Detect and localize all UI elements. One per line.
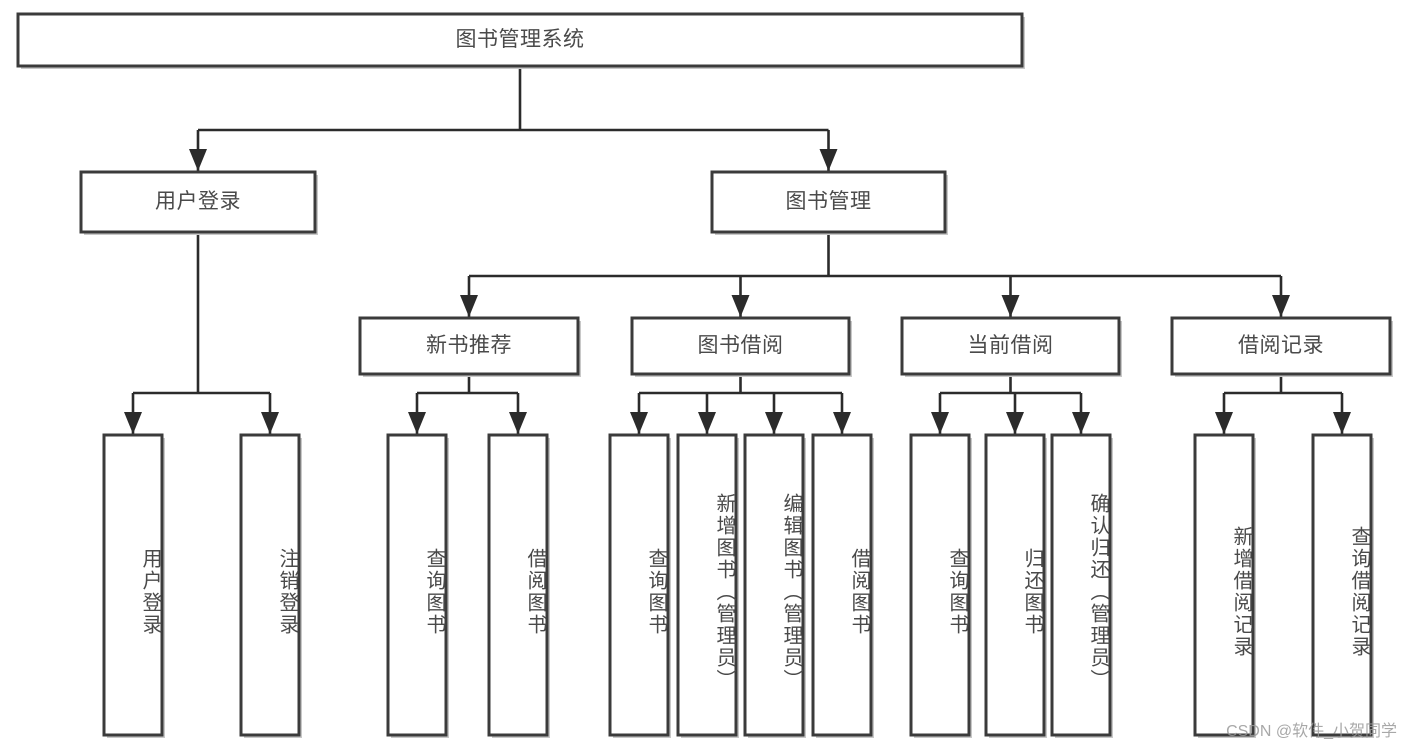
node-box-book-borrow[interactable] xyxy=(630,316,851,376)
node-box-leaf-add-borrow-record[interactable] xyxy=(1193,433,1255,737)
arrow-head-leaf-add-book-admin xyxy=(698,412,716,434)
arrow-head-current-borrow xyxy=(1001,295,1020,317)
node-box-borrow-records[interactable] xyxy=(1170,316,1392,376)
node-box-leaf-query-book-recommend[interactable] xyxy=(386,433,448,737)
boxes-layer xyxy=(16,12,1393,738)
arrow-head-leaf-add-borrow-record xyxy=(1215,412,1233,434)
node-box-leaf-add-book-admin[interactable] xyxy=(676,433,738,737)
arrow-head-leaf-logout-login xyxy=(261,412,279,434)
node-box-root[interactable] xyxy=(16,12,1024,68)
arrow-head-leaf-edit-book-admin xyxy=(765,412,783,434)
watermark: CSDN @软件_小贺同学 xyxy=(1226,723,1397,740)
node-box-leaf-borrow-book-recommend[interactable] xyxy=(487,433,549,737)
node-box-leaf-edit-book-admin[interactable] xyxy=(743,433,805,737)
arrow-head-leaf-query-book-borrow xyxy=(630,412,648,434)
node-box-leaf-borrow-book[interactable] xyxy=(811,433,873,737)
arrow-head-leaf-borrow-book-recommend xyxy=(509,412,527,434)
arrow-head-leaf-borrow-book xyxy=(833,412,851,434)
arrow-head-book-manage xyxy=(819,149,838,171)
arrow-head-borrow-records xyxy=(1272,295,1290,317)
arrow-head-leaf-query-borrow-record xyxy=(1333,412,1351,434)
node-box-new-book-recommend[interactable] xyxy=(358,316,580,376)
node-box-leaf-user-login[interactable] xyxy=(102,433,164,737)
node-box-leaf-return-book[interactable] xyxy=(984,433,1046,737)
arrow-head-user-login xyxy=(189,149,207,171)
arrow-head-leaf-return-book xyxy=(1006,412,1024,434)
arrow-head-leaf-confirm-return-admin xyxy=(1072,412,1090,434)
node-box-book-manage[interactable] xyxy=(710,170,947,234)
node-box-leaf-query-book-borrow[interactable] xyxy=(608,433,670,737)
node-box-leaf-query-borrow-record[interactable] xyxy=(1311,433,1373,737)
node-box-user-login[interactable] xyxy=(79,170,317,234)
node-box-leaf-confirm-return-admin[interactable] xyxy=(1050,433,1112,737)
arrow-head-new-book-recommend xyxy=(460,295,478,317)
node-box-leaf-query-book-current[interactable] xyxy=(909,433,971,737)
node-box-leaf-logout-login[interactable] xyxy=(239,433,301,737)
arrow-head-leaf-user-login xyxy=(124,412,142,434)
arrow-head-leaf-query-book-current xyxy=(931,412,949,434)
node-box-current-borrow[interactable] xyxy=(900,316,1121,376)
arrow-head-book-borrow xyxy=(731,295,750,317)
connectors-layer xyxy=(124,66,1351,434)
arrow-head-leaf-query-book-recommend xyxy=(408,412,426,434)
